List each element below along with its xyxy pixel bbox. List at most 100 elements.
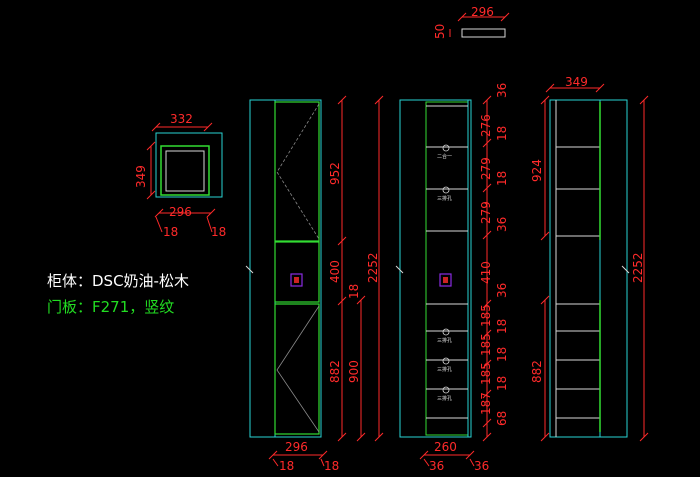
tick-mark: [146, 141, 156, 151]
tick-mark: [639, 432, 649, 442]
handle-marker: [294, 277, 299, 283]
interior-segment-label: 276: [479, 114, 493, 137]
front-lower-section-label: 900: [347, 360, 361, 383]
cabinet-body-note: 柜体：DSC奶油-松木: [47, 272, 189, 290]
interior-segment-label: 68: [495, 411, 509, 426]
front-door-top-label: 952: [328, 162, 342, 185]
tick-mark: [482, 138, 492, 148]
hole-icon: [442, 186, 450, 194]
tick-mark: [206, 208, 216, 218]
tick-mark: [540, 95, 550, 105]
tick-mark: [337, 236, 347, 246]
leader-line: [320, 458, 325, 467]
top-bar-outline: [461, 28, 506, 38]
leader-line: [423, 458, 430, 467]
front-inner-width-label: 296: [285, 440, 308, 454]
front-door-top: [274, 101, 320, 242]
tick-mark: [540, 295, 550, 305]
tick-mark: [356, 295, 366, 305]
plan-right-panel-label: 18: [211, 225, 226, 239]
interior-width-label: 260: [434, 440, 457, 454]
drawer-label: 三排孔: [437, 195, 452, 202]
plan-view: 332 349 296 18 18: [134, 112, 226, 239]
hole-icon: [442, 357, 450, 365]
top-bar-view: 296 50: [433, 5, 510, 39]
plan-inner-box: [160, 145, 210, 196]
interior-segment-label: 18: [495, 171, 509, 186]
interior-segment-label: 18: [495, 126, 509, 141]
front-total-height-label: 2252: [366, 252, 380, 283]
tick-mark: [154, 208, 164, 218]
interior-cabinet-outline: [399, 99, 472, 438]
drawer-label: 二合一: [437, 153, 452, 160]
tick-mark: [337, 432, 347, 442]
tick-mark: [268, 450, 278, 460]
interior-segment-label: 187: [479, 392, 493, 415]
tick-mark: [457, 12, 467, 22]
tick-mark: [482, 418, 492, 428]
tick-mark: [482, 95, 492, 105]
door-swing-bottom: [276, 305, 320, 433]
side-view: 349 924 882 2252: [530, 75, 649, 442]
tick-mark: [482, 329, 492, 339]
leader-line: [155, 216, 163, 233]
interior-segment-label: 36: [495, 283, 509, 298]
plan-inner-label: 296: [169, 205, 192, 219]
interior-segment-label: 36: [495, 83, 509, 98]
tick-mark: [419, 450, 429, 460]
tick-mark: [482, 359, 492, 369]
interior-segment-label: 18: [495, 376, 509, 391]
tick-mark: [146, 190, 156, 200]
handle-icon: [290, 273, 303, 287]
front-door-middle-label: 400: [328, 260, 342, 283]
tick-mark: [482, 299, 492, 309]
front-panel-mid-label: 18: [347, 284, 361, 299]
top-bar-height-label: 50: [433, 24, 447, 39]
tick-mark: [337, 296, 347, 306]
interior-view: 二合一 三排孔 三排孔 三排孔 三排孔 36 276 18 279 18 279…: [395, 83, 509, 473]
side-depth-outline: [599, 99, 628, 438]
drawer-label: 三排孔: [437, 395, 452, 402]
plan-inner-panel: [165, 150, 205, 192]
tick-mark: [595, 83, 605, 93]
tick-mark: [465, 450, 475, 460]
handle-icon: [439, 273, 452, 287]
interior-segment-label: 18: [495, 347, 509, 362]
leader-line: [272, 458, 279, 467]
hole-icon: [442, 386, 450, 394]
tick-mark: [540, 231, 550, 241]
leader-line: [206, 216, 213, 233]
tick-mark: [545, 83, 555, 93]
interior-segment-label: 410: [479, 261, 493, 284]
side-lower-label: 882: [530, 360, 544, 383]
interior-side-right-label: 36: [474, 459, 489, 473]
break-mark: [395, 265, 404, 274]
tick-mark: [374, 432, 384, 442]
leader-line: [469, 458, 475, 467]
plan-width-label: 332: [170, 112, 193, 126]
interior-side-left-label: 36: [429, 459, 444, 473]
tick-mark: [482, 183, 492, 193]
interior-segment-label: 36: [495, 217, 509, 232]
hole-icon: [442, 144, 450, 152]
drawer-label: 三排孔: [437, 366, 452, 373]
hole-icon: [442, 328, 450, 336]
side-total-height-label: 2252: [631, 252, 645, 283]
interior-segment-label: 185: [479, 333, 493, 356]
top-bar-width-label: 296: [471, 5, 494, 19]
handle-marker: [443, 277, 448, 283]
tick-mark: [540, 432, 550, 442]
door-swing-top: [276, 103, 320, 240]
plan-cabinet-outline: [155, 132, 223, 198]
interior-segment-label: 18: [495, 319, 509, 334]
break-mark: [245, 265, 254, 274]
front-door-middle: [274, 241, 320, 303]
tick-mark: [482, 432, 492, 442]
interior-segment-label: 185: [479, 362, 493, 385]
tick-mark: [482, 230, 492, 240]
front-door-bottom-label: 882: [328, 360, 342, 383]
tick-mark: [482, 389, 492, 399]
side-upper-label: 924: [530, 159, 544, 182]
